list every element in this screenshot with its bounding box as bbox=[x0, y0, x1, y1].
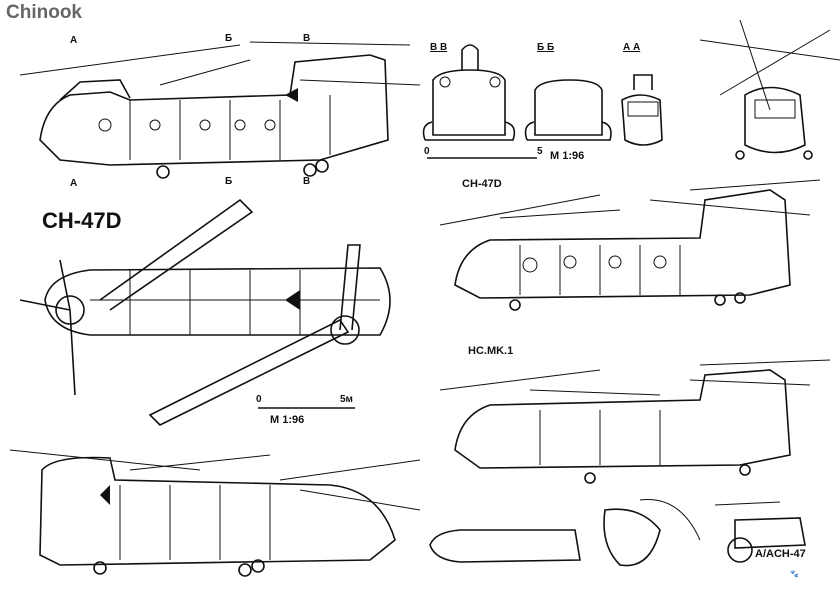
side-view-ch47d bbox=[439, 179, 821, 311]
section-label-aa: А А bbox=[623, 42, 641, 53]
scale-end-plan: 5м bbox=[340, 394, 353, 405]
paw-watermark-icon: 🐾 bbox=[790, 571, 799, 578]
side-view-bottom-left bbox=[9, 449, 421, 577]
page-title: Chinook bbox=[6, 2, 82, 23]
ch47d-label: CH-47D bbox=[462, 178, 502, 190]
side-view-hc-mk1 bbox=[439, 359, 831, 484]
section-label-bb: Б Б bbox=[537, 42, 555, 53]
detail-views bbox=[429, 499, 806, 567]
hc-mk1-label: HC.MK.1 bbox=[468, 345, 514, 357]
section-mark-b-top: Б bbox=[225, 33, 233, 44]
plan-view bbox=[19, 198, 391, 426]
side-view-top-left bbox=[19, 41, 421, 179]
section-mark-v-top: В bbox=[303, 33, 311, 44]
scale-ratio-sections: M 1:96 bbox=[550, 150, 585, 162]
section-label-vv: В В bbox=[430, 42, 448, 53]
section-views bbox=[422, 44, 663, 159]
section-mark-v-bottom: В bbox=[303, 176, 311, 187]
main-model-label: CH-47D bbox=[42, 208, 122, 233]
scale-ratio-plan: M 1:96 bbox=[270, 414, 305, 426]
front-view bbox=[699, 19, 840, 160]
section-mark-a-bottom: А bbox=[70, 178, 78, 189]
section-mark-b-bottom: Б bbox=[225, 176, 233, 187]
scale-end-sections: 5 bbox=[537, 146, 543, 157]
scale-start-sections: 0 bbox=[424, 146, 430, 157]
section-mark-a-top: А bbox=[70, 35, 78, 46]
scale-start-plan: 0 bbox=[256, 394, 262, 405]
gunship-label: A/ACH-47 bbox=[755, 548, 806, 560]
